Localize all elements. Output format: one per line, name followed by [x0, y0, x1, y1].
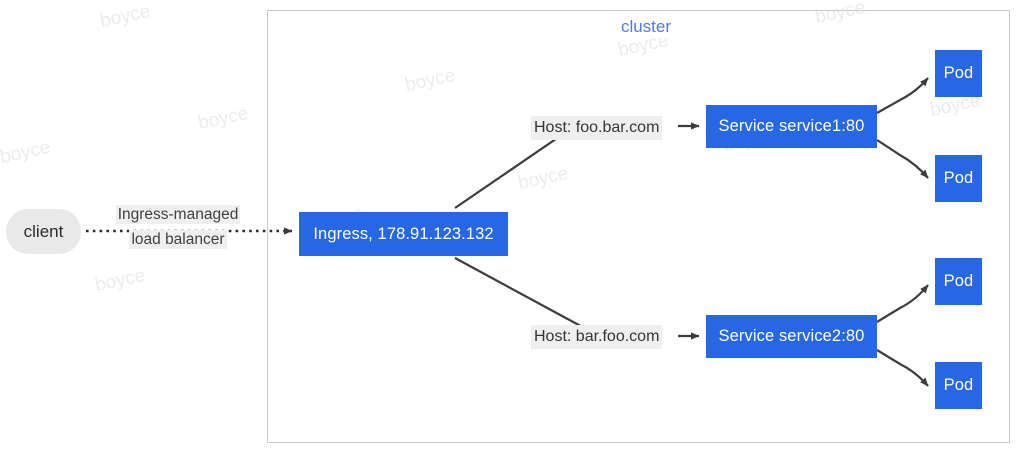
pod3-label: Pod: [943, 272, 974, 290]
host-rule-label-bar: Host: bar.foo.com: [531, 325, 663, 349]
ingress-node[interactable]: Ingress, 178.91.123.132: [299, 212, 508, 256]
watermark-text: boyce: [98, 0, 153, 33]
pod1-label: Pod: [943, 64, 974, 82]
pod-node-4[interactable]: Pod: [935, 362, 982, 409]
watermark-text: boyce: [196, 102, 251, 135]
host-rule-label-foo: Host: foo.bar.com: [531, 116, 663, 140]
cluster-label: cluster: [600, 16, 692, 38]
pod-node-2[interactable]: Pod: [935, 155, 982, 202]
pod-node-3[interactable]: Pod: [935, 258, 982, 305]
pod-node-1[interactable]: Pod: [935, 50, 982, 97]
ingress-label: Ingress, 178.91.123.132: [313, 224, 494, 243]
service2-label: Service service2:80: [718, 327, 865, 345]
service-node-service2[interactable]: Service service2:80: [706, 315, 877, 358]
watermark-text: boyce: [0, 136, 53, 169]
service1-label: Service service1:80: [718, 117, 865, 135]
client-label: client: [23, 221, 64, 241]
load-balancer-edge-label-line2: load balancer: [129, 230, 227, 249]
load-balancer-edge-label-line1: Ingress-managed: [115, 205, 241, 224]
cluster-boundary: [267, 10, 1010, 443]
load-balancer-edge-label: Ingress-managed load balancer: [108, 202, 248, 252]
pod4-label: Pod: [943, 376, 974, 394]
service-node-service1[interactable]: Service service1:80: [706, 105, 877, 148]
pod2-label: Pod: [943, 169, 974, 187]
watermark-text: boyce: [93, 264, 148, 297]
client-node[interactable]: client: [6, 209, 81, 254]
